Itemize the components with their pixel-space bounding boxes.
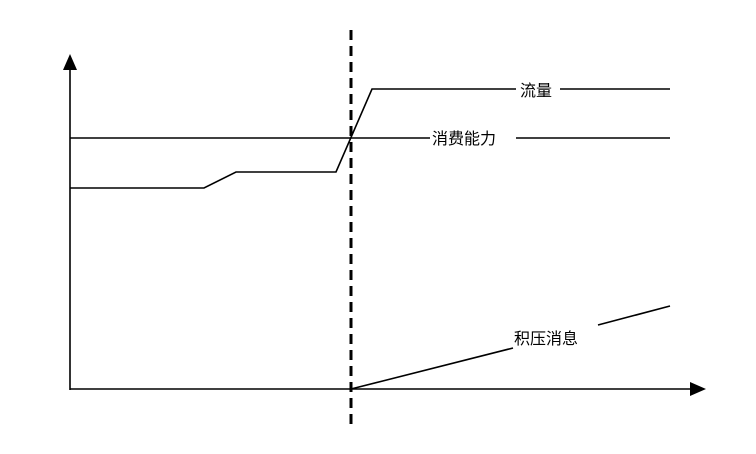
backlog-line-upper [597,305,671,326]
backlog-line-lower [350,347,514,390]
consume-capacity-label: 消费能力 [432,129,496,148]
backlog-label: 积压消息 [514,329,578,348]
x-axis-arrow-icon [690,382,706,396]
y-axis-arrow-icon [63,54,77,70]
traffic-line [70,88,516,189]
traffic-label: 流量 [520,81,552,100]
